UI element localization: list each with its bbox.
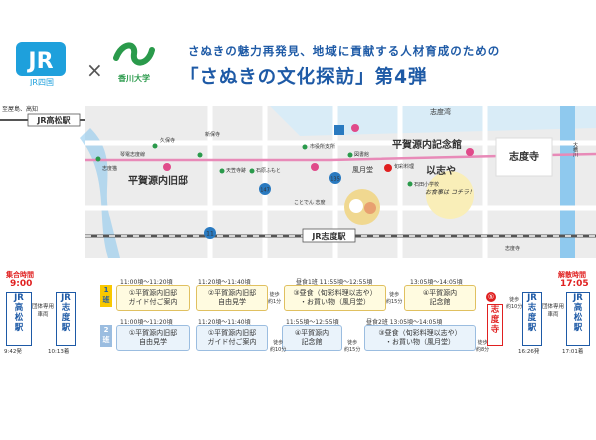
station-takamatsu-end: JR 高 松 駅 bbox=[566, 292, 590, 346]
g1-step-3: ③昼食（旬彩料理以志や） ・お買い物（風月堂） bbox=[284, 285, 386, 311]
g2-time-4: 昼食2班 13:05頃～14:05頃 bbox=[366, 319, 443, 326]
svg-text:天笠寺跡: 天笠寺跡 bbox=[226, 167, 246, 174]
subtitle: さぬきの魅力再発見、地域に貢献する人材育成のための bbox=[188, 44, 501, 58]
meet-time: 9:00 bbox=[10, 279, 33, 289]
svg-text:久保寺: 久保寺 bbox=[160, 137, 175, 144]
svg-text:旬彩料理: 旬彩料理 bbox=[394, 163, 414, 170]
svg-text:JR四国: JR四国 bbox=[29, 78, 54, 86]
area-map: 11 135 147 至屋島、高知 JR高松駅 志度湾 平賀源内記念館 平賀源内… bbox=[0, 98, 596, 268]
g2-step-1: ①平賀源内旧邸 自由見学 bbox=[116, 325, 190, 351]
g1-step-4: ④平賀源内 記念館 bbox=[404, 285, 476, 311]
svg-text:石田小学校: 石田小学校 bbox=[414, 181, 439, 188]
station-shido-return: JR 志 度 駅 bbox=[522, 292, 542, 346]
kagawa-university-name: 香川大学 bbox=[118, 74, 150, 83]
dismiss-label: 解散時間 bbox=[558, 271, 586, 279]
cross-symbol: × bbox=[86, 58, 103, 82]
svg-text:市役所支所: 市役所支所 bbox=[310, 143, 335, 150]
g1-time-2: 11:20頃～11:40頃 bbox=[198, 279, 251, 286]
svg-text:平賀源内記念館: 平賀源内記念館 bbox=[392, 138, 462, 151]
g1-time-1: 11:00頃～11:20頃 bbox=[120, 279, 173, 286]
train-note-start: 団体専用 車両 bbox=[32, 304, 55, 318]
svg-text:志度湾: 志度湾 bbox=[430, 107, 451, 116]
svg-text:志度寺: 志度寺 bbox=[509, 150, 539, 163]
group-2-label: 2 班 bbox=[100, 325, 112, 347]
station-takamatsu-start: JR 高 松 駅 bbox=[6, 292, 32, 346]
svg-text:風月堂: 風月堂 bbox=[352, 165, 373, 174]
svg-text:平賀源内旧邸: 平賀源内旧邸 bbox=[128, 174, 188, 187]
svg-text:147: 147 bbox=[260, 188, 270, 194]
jr-shikoku-logo: JR JR四国 bbox=[14, 40, 76, 87]
svg-text:11: 11 bbox=[206, 231, 214, 238]
svg-text:図書館: 図書館 bbox=[354, 151, 369, 158]
svg-text:お食事は コチラ！: お食事は コチラ！ bbox=[425, 188, 475, 196]
svg-text:琴電志度線: 琴電志度線 bbox=[120, 151, 145, 158]
g2-step-4: ③昼食（旬彩料理以志や） ・お買い物（風月堂） bbox=[364, 325, 476, 351]
dismiss-time: 17:05 bbox=[560, 279, 589, 289]
svg-text:志度猫: 志度猫 bbox=[102, 165, 117, 172]
return-departure: 16:26発 bbox=[518, 349, 540, 355]
svg-text:以志や: 以志や bbox=[426, 164, 456, 177]
station-shidoji: 志 度 寺 bbox=[487, 304, 503, 346]
svg-text:135: 135 bbox=[330, 177, 340, 183]
svg-text:石原ふもと: 石原ふもと bbox=[256, 168, 281, 174]
walk-note-2: 徒歩 約15分 bbox=[386, 292, 403, 305]
stop-5-marker: ⑤ bbox=[486, 292, 496, 302]
svg-text:至屋島、高知: 至屋島、高知 bbox=[2, 105, 38, 113]
walk-note-4: 徒歩 約15分 bbox=[344, 340, 361, 353]
departure-time: 9:42発 bbox=[4, 349, 22, 355]
meet-label: 集合時間 bbox=[6, 271, 34, 279]
svg-text:JR高松駅: JR高松駅 bbox=[36, 115, 71, 125]
group-1-label: 1 班 bbox=[100, 285, 112, 307]
train-note-end: 団体専用 車両 bbox=[542, 304, 565, 318]
walk-note-5: 徒歩 約8分 bbox=[476, 340, 490, 353]
return-arrival: 17:01着 bbox=[562, 349, 584, 355]
g1-time-3: 昼食1班 11:55頃～12:55頃 bbox=[296, 279, 373, 286]
g2-time-1: 11:00頃～11:20頃 bbox=[120, 319, 173, 326]
walk-note-1: 徒歩 約1分 bbox=[268, 292, 282, 305]
svg-text:ことでん 志度: ことでん 志度 bbox=[294, 199, 325, 206]
svg-text:志度寺: 志度寺 bbox=[505, 245, 520, 252]
g2-time-2: 11:20頃～11:40頃 bbox=[198, 319, 251, 326]
walk-note-3: 徒歩 約10分 bbox=[270, 340, 287, 353]
svg-text:JR: JR bbox=[26, 49, 53, 74]
page-title: 「さぬきの文化探訪」第4弾 bbox=[180, 67, 428, 88]
kagawa-university-logo bbox=[112, 38, 156, 72]
g2-step-2: ①平賀源内旧邸 ガイド付ご案内 bbox=[196, 325, 268, 351]
g1-step-2: ②平賀源内旧邸 自由見学 bbox=[196, 285, 268, 311]
svg-text:新保寺: 新保寺 bbox=[205, 131, 220, 138]
walk-note-6: 徒歩 約10分 bbox=[506, 297, 523, 310]
g2-step-3: ④平賀源内 記念館 bbox=[282, 325, 342, 351]
g2-time-3: 11:55頃～12:55頃 bbox=[286, 319, 339, 326]
svg-text:大橋川: 大橋川 bbox=[572, 141, 578, 157]
station-shido-arrive: JR 志 度 駅 bbox=[56, 292, 76, 346]
arrival-time: 10:13着 bbox=[48, 349, 70, 355]
svg-text:JR志度駅: JR志度駅 bbox=[311, 231, 346, 241]
g1-time-4: 13:05頃～14:05頃 bbox=[410, 279, 463, 286]
g1-step-1: ①平賀源内旧邸 ガイド付ご案内 bbox=[116, 285, 190, 311]
